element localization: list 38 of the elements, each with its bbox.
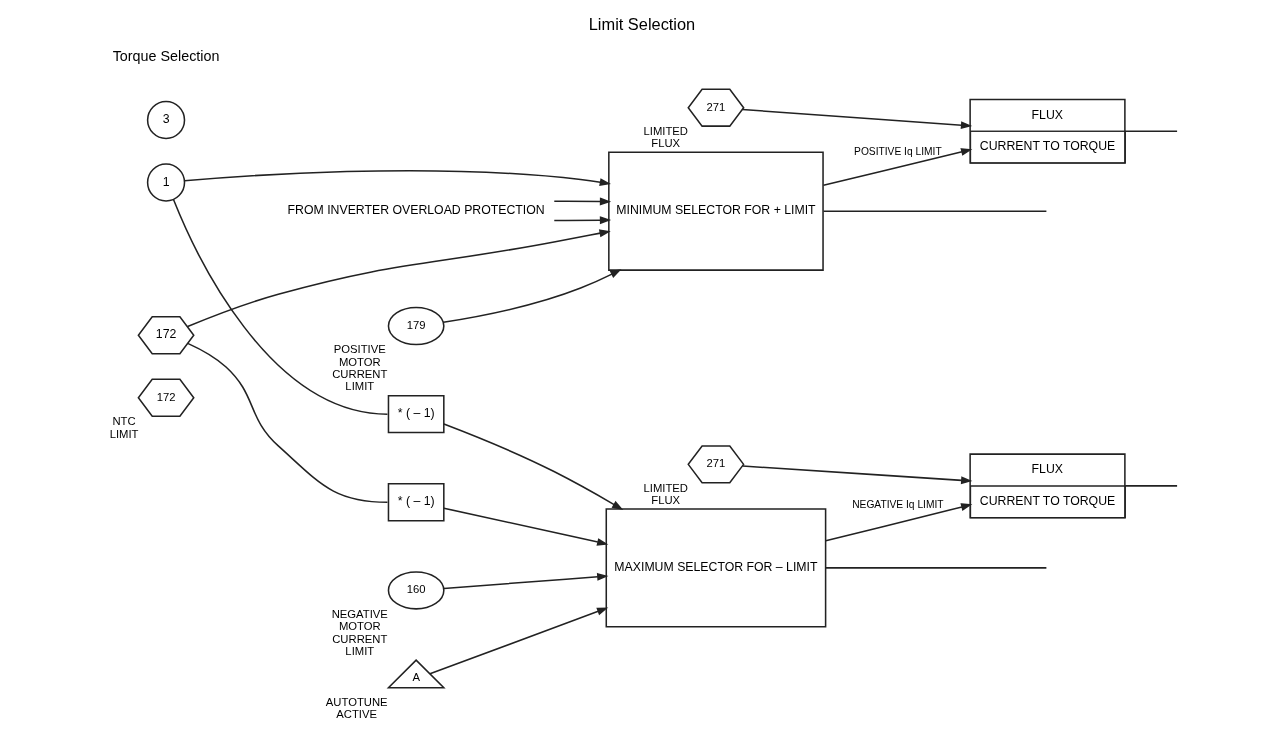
label: Torque Selection xyxy=(112,48,220,65)
arrow xyxy=(183,170,611,187)
connector xyxy=(1124,130,1178,133)
arrow xyxy=(443,507,609,546)
connector xyxy=(825,567,1048,569)
arrow xyxy=(822,148,973,187)
node-box: * ( – 1) xyxy=(387,394,445,434)
node-label: LIMITED FLUX xyxy=(643,481,688,507)
node-circle: 1 xyxy=(146,163,186,202)
arrow xyxy=(443,423,624,510)
connector xyxy=(1124,485,1178,487)
node-ellipse: 160 xyxy=(387,571,445,610)
connector xyxy=(172,198,389,415)
connector xyxy=(187,342,389,504)
node-box: MINIMUM SELECTOR FOR + LIMIT xyxy=(608,151,824,271)
node-label: POSITIVE MOTOR CURRENT LIMIT xyxy=(332,343,388,393)
arrow xyxy=(741,108,973,130)
arrow xyxy=(442,269,622,324)
arrow xyxy=(825,503,973,542)
node-label: NEGATIVE MOTOR CURRENT LIMIT xyxy=(331,607,388,657)
arrow xyxy=(741,465,973,485)
node-circle: 3 xyxy=(146,100,186,140)
arrow xyxy=(186,229,611,328)
node-label: LIMITED FLUX xyxy=(643,125,688,150)
node-box: MAXIMUM SELECTOR FOR – LIMIT xyxy=(605,508,827,628)
node-label: AUTOTUNE ACTIVE xyxy=(325,696,388,721)
diagram-title: Limit Selection xyxy=(588,14,696,33)
arrow xyxy=(553,197,612,206)
node-box: * ( – 1) xyxy=(387,483,445,522)
node-ellipse: 179 xyxy=(387,306,445,346)
node-text: FROM INVERTER OVERLOAD PROTECTION xyxy=(287,203,545,218)
arrow xyxy=(443,572,609,590)
edge-label: POSITIVE Iq LIMIT xyxy=(854,145,942,157)
node-label: NTC LIMIT xyxy=(109,415,139,440)
edge-label: NEGATIVE Iq LIMIT xyxy=(852,499,944,511)
arrow xyxy=(553,216,612,225)
arrow xyxy=(429,607,609,675)
connector xyxy=(822,210,1048,212)
